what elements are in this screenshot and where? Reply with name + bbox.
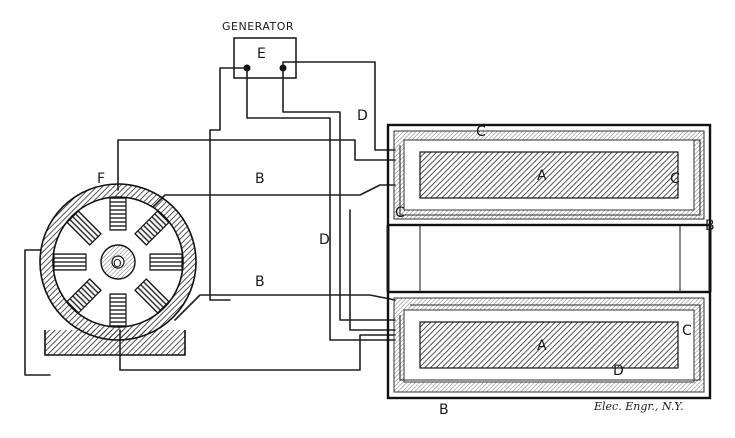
upper-coil-a — [419, 151, 679, 199]
lower-core-outer — [386, 290, 712, 400]
generator-caption: GENERATOR — [222, 20, 294, 33]
coil-upper-label: A — [537, 168, 547, 184]
return-d-upper-label: D — [357, 108, 368, 124]
frame-right-label: B — [705, 218, 715, 234]
wire-return-d — [349, 209, 396, 331]
winding-lower-label: D — [613, 363, 624, 379]
motor-base — [44, 330, 186, 356]
upper-winding-loop — [399, 139, 701, 216]
wire-generator-left-inner — [246, 67, 396, 341]
wire-motor-left — [24, 249, 51, 376]
winding-upper-right-label: C — [670, 171, 680, 187]
lower-coil-a — [419, 321, 679, 369]
winding-lower-right-label: C — [682, 323, 692, 339]
wire-lead-b-upper — [149, 184, 396, 211]
generator-box — [233, 37, 297, 79]
pole-left — [53, 253, 87, 271]
frame-bottom-label: B — [439, 402, 449, 418]
wire-generator-right-inner — [282, 67, 396, 321]
generator-label: E — [257, 46, 266, 62]
wire-lead-b-lower — [174, 294, 396, 321]
field-frame: A A C C C C D B B — [386, 123, 715, 418]
pole-right — [149, 253, 183, 271]
pole-bottom — [109, 293, 127, 327]
wire-generator-right-outer — [282, 61, 396, 151]
lead-b-lower-label: B — [255, 274, 265, 290]
wire-generator-left-outer — [209, 67, 248, 301]
pole-top — [109, 197, 127, 231]
return-d-middle-label: D — [319, 232, 330, 248]
engraving-credit: Elec. Engr., N.Y. — [593, 400, 684, 413]
lead-b-upper-label: B — [255, 171, 265, 187]
center-conductor-label: O — [113, 257, 122, 270]
winding-upper-left-label: C — [395, 205, 405, 221]
motor-shaft — [111, 255, 125, 269]
wire-motor-bottom-loop — [119, 329, 396, 371]
upper-core-outer — [386, 123, 712, 227]
winding-upper-label: C — [476, 124, 486, 140]
motor-label: F — [97, 171, 105, 187]
coil-lower-label: A — [537, 338, 547, 354]
motor-poles — [53, 197, 183, 327]
generator: GENERATOR E — [222, 20, 297, 79]
motor: F O — [39, 171, 197, 356]
wire-motor-top-feed — [117, 139, 396, 191]
lower-winding-loop — [399, 304, 701, 381]
